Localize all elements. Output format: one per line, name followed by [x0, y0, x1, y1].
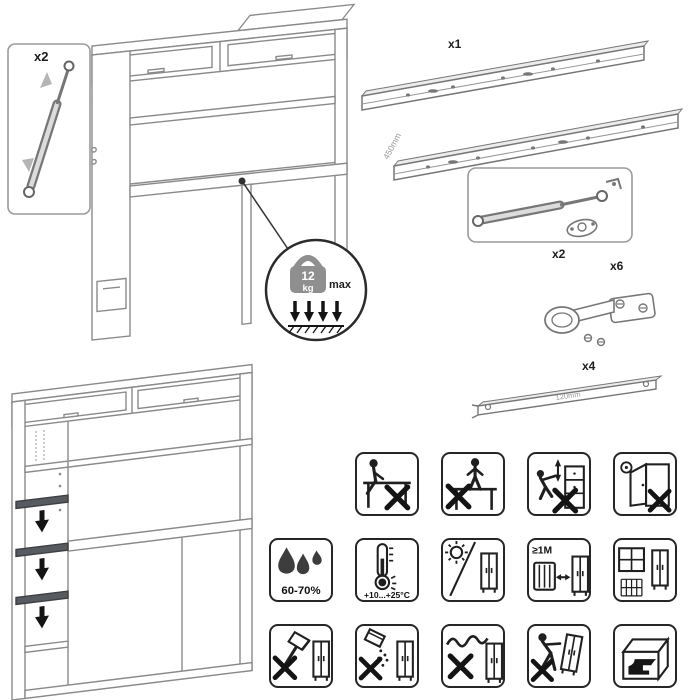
max-load-value: 12	[301, 269, 315, 283]
no-climbing-icon	[536, 459, 585, 514]
heater-distance-icon: ≥1M	[532, 545, 589, 597]
desk-line-art	[91, 3, 356, 341]
no-door-load-icon	[620, 461, 675, 514]
shelf-adjust-drawing	[11, 363, 253, 700]
care-icon-no-dragging	[527, 624, 591, 688]
distance-value: ≥1M	[532, 545, 552, 556]
rail-length-label: 120mm	[555, 390, 581, 402]
humidity-value: 60-70%	[281, 585, 320, 597]
care-icon-no-standing	[441, 452, 505, 516]
heavy-load-icon	[621, 636, 670, 682]
strut-arrow-up-icon	[40, 72, 52, 88]
hardware-parts-drawing: x1 450mm	[360, 37, 684, 419]
weight-icon	[293, 255, 323, 270]
max-load-badge: 12 kg max	[264, 238, 368, 342]
inset-qty-label: x2	[34, 49, 48, 64]
rail-qty-label: x4	[582, 359, 596, 373]
callout-line	[241, 180, 289, 250]
care-icon-no-door-load	[613, 452, 677, 516]
care-icon-no-abrasives	[355, 624, 419, 688]
gas-strut-part: x2	[467, 167, 633, 261]
temperature-value: +10...+25°C	[364, 590, 410, 600]
drawer-slides: x1 450mm	[360, 37, 684, 181]
care-icon-no-sunlight	[441, 538, 505, 602]
ventilation-icon	[618, 547, 669, 597]
no-standing-icon	[443, 458, 497, 510]
load-arrows-icon	[293, 301, 339, 313]
max-load-unit: kg	[302, 283, 313, 294]
adjustable-shelves	[15, 494, 69, 606]
care-icon-heater-distance: ≥1M	[527, 538, 591, 602]
care-icon-ventilation	[613, 538, 677, 602]
gas-strut-inset: x2	[7, 43, 91, 215]
care-icon-no-sitting	[355, 452, 419, 516]
strut-qty-label: x2	[552, 247, 566, 261]
care-icon-no-sharp-tools	[269, 624, 333, 688]
care-icon-no-climbing	[527, 452, 591, 516]
care-icon-temperature: +10...+25°C	[355, 538, 419, 602]
hinge-qty-label: x6	[610, 259, 624, 273]
no-dragging-icon	[529, 633, 584, 686]
strut-arrow-down-icon	[22, 158, 34, 172]
care-icon-no-scouring	[441, 624, 505, 688]
no-scouring-icon	[445, 635, 503, 684]
slides-qty-label: x1	[448, 37, 462, 51]
care-icon-heavy-load	[613, 624, 677, 688]
max-load-max-label: max	[329, 279, 352, 291]
no-abrasives-icon	[357, 627, 414, 682]
anvil-icon	[628, 659, 657, 675]
desk-overview-drawing: x2	[7, 3, 368, 342]
humidity-icon: 60-70%	[278, 547, 322, 597]
hinge-part: x6	[544, 259, 656, 347]
sun-shade-icon	[445, 541, 498, 597]
shelf-move-arrows-icon	[35, 510, 49, 629]
rail-part: x4 120mm	[471, 359, 663, 419]
no-sharp-tools-icon	[271, 630, 330, 682]
no-sitting-icon	[363, 459, 411, 514]
thermometer-icon: +10...+25°C	[364, 543, 410, 600]
slides-length-label: 450mm	[381, 131, 403, 161]
care-icon-humidity: 60-70%	[269, 538, 333, 602]
